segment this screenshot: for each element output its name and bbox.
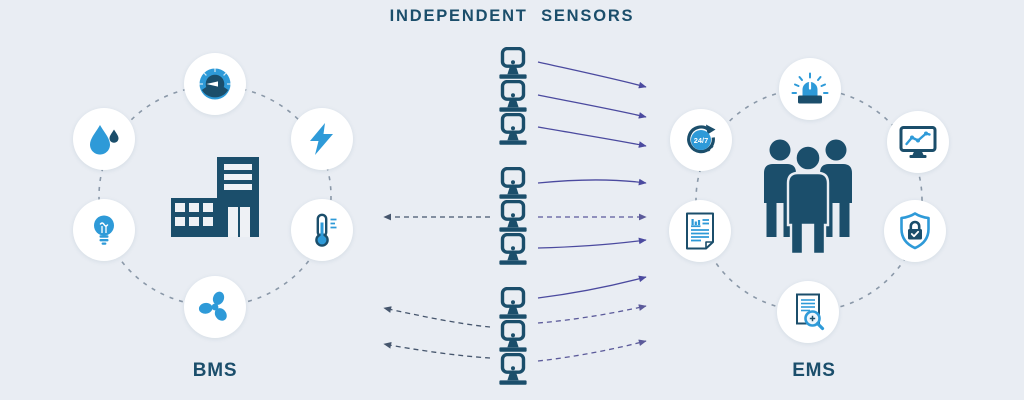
- sensor-group-3: [498, 287, 528, 386]
- sensor-device-icon[interactable]: [498, 80, 528, 113]
- clock-24-7-icon: 24/7: [687, 124, 716, 154]
- sensor-device-icon[interactable]: [498, 167, 528, 200]
- ems-node-availability[interactable]: 24/7: [670, 109, 732, 171]
- sensor-device-icon[interactable]: [498, 47, 528, 80]
- fan-icon: [198, 291, 227, 321]
- ems-node-alarm[interactable]: [779, 58, 841, 120]
- report-document-icon: [686, 212, 714, 250]
- building-icon: [171, 157, 259, 242]
- monitor-chart-icon: [899, 126, 937, 158]
- sensor-device-icon[interactable]: [498, 233, 528, 266]
- bms-node-lighting[interactable]: [73, 199, 135, 261]
- sensor-to-bms-dashed-arrows: [383, 213, 491, 359]
- bms-label: BMS: [192, 360, 238, 381]
- people-icon: [752, 137, 864, 260]
- thermometer-icon: [315, 213, 337, 247]
- sensor-group-1: [498, 47, 528, 146]
- water-drops-icon: [90, 125, 119, 155]
- sensor-device-icon[interactable]: [498, 353, 528, 386]
- clock-badge-text: 24/7: [694, 136, 708, 145]
- ems-node-audit[interactable]: [777, 281, 839, 343]
- sensor-device-icon[interactable]: [498, 113, 528, 146]
- bms-node-electricity[interactable]: [291, 108, 353, 170]
- shield-lock-icon: [900, 212, 930, 250]
- sensor-to-ems-arrows: [537, 61, 647, 299]
- gauge-icon: [199, 68, 231, 100]
- alarm-beacon-icon: [791, 72, 829, 104]
- ems-node-security[interactable]: [884, 200, 946, 262]
- page-title: INDEPENDENT SENSORS: [389, 7, 635, 25]
- lightning-icon: [310, 123, 333, 155]
- sensor-device-icon[interactable]: [498, 287, 528, 320]
- ems-node-monitoring[interactable]: [887, 111, 949, 173]
- bms-node-gauge[interactable]: [184, 53, 246, 115]
- sensor-device-icon[interactable]: [498, 320, 528, 353]
- sensor-device-icon[interactable]: [498, 200, 528, 233]
- bms-node-temperature[interactable]: [291, 199, 353, 261]
- document-search-icon: [796, 293, 825, 331]
- ems-node-report[interactable]: [669, 200, 731, 262]
- light-bulb-icon: [94, 215, 114, 245]
- bms-node-ventilation[interactable]: [184, 276, 246, 338]
- sensor-group-2: [498, 167, 528, 266]
- sensor-to-ems-dashed-arrows: [537, 213, 647, 362]
- bms-node-water[interactable]: [73, 108, 135, 170]
- ems-label: EMS: [792, 360, 836, 381]
